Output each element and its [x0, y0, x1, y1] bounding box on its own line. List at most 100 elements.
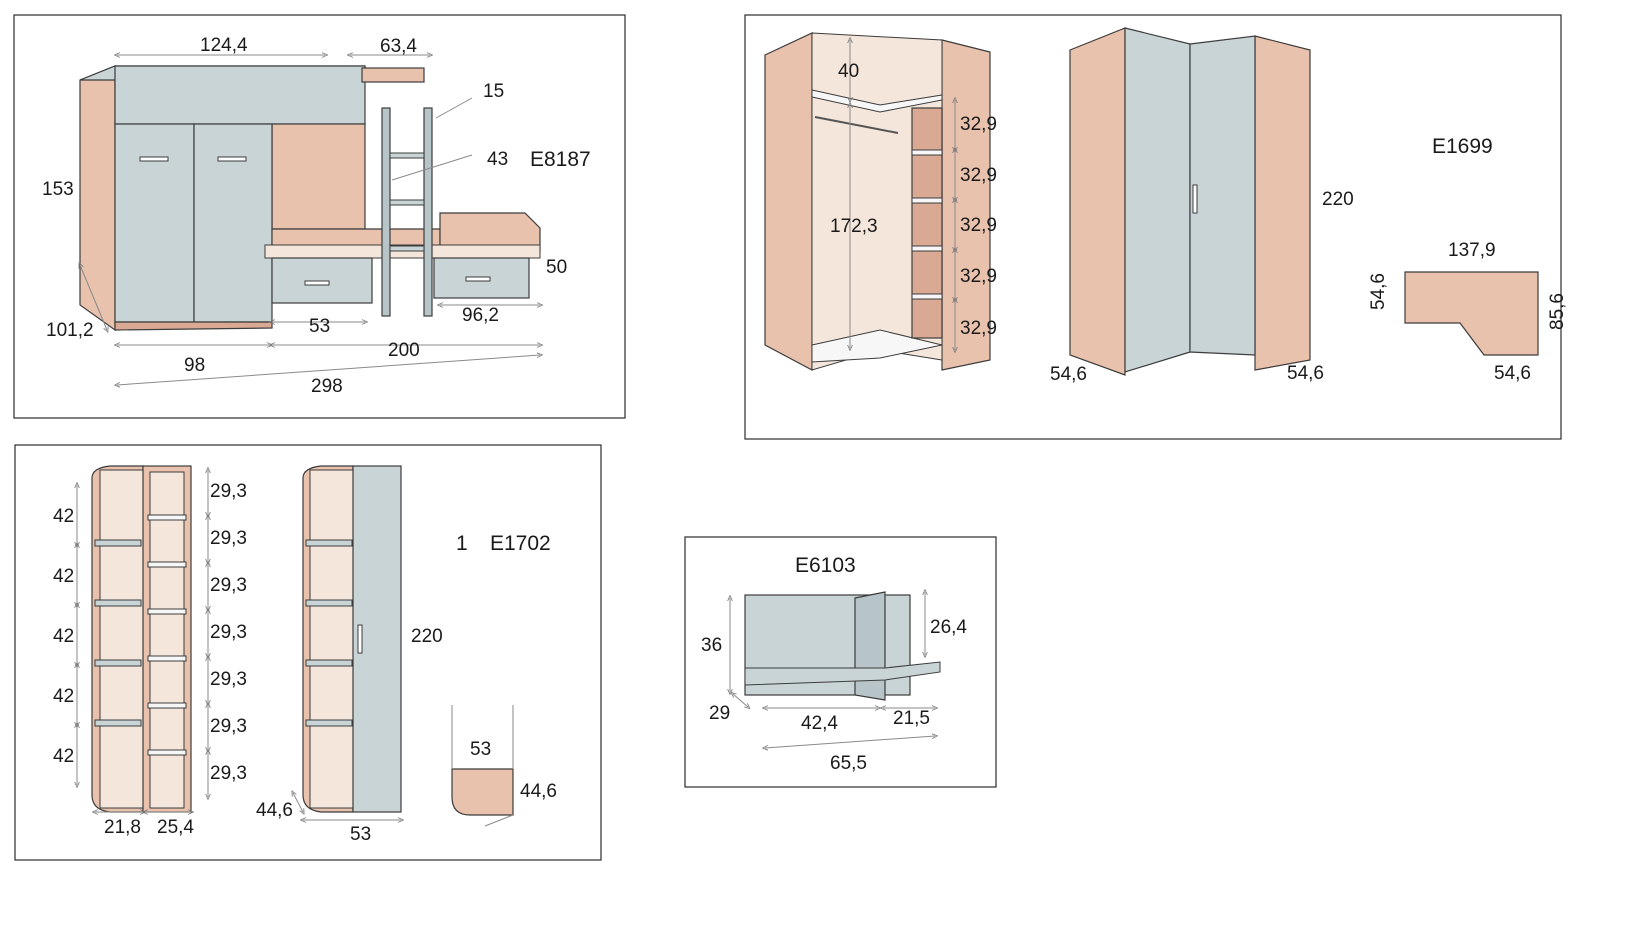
dim-label: 44,6: [520, 781, 557, 802]
wardrobe-door-right: [193, 123, 273, 323]
corner-door-left: [1124, 27, 1191, 373]
wardrobe-left-side: [764, 32, 813, 371]
shelf: [911, 245, 943, 252]
shelf: [147, 702, 187, 709]
shelf-board: [744, 661, 941, 686]
column-closed-interior: [309, 469, 354, 809]
dim-label: 101,2: [46, 320, 94, 341]
shelf: [305, 659, 353, 667]
plan-view: [1404, 271, 1539, 356]
leader-ladder: [391, 154, 473, 181]
wardrobe-door-left: [114, 123, 195, 323]
panel-wall-shelf: E6103 36 26,4 29 42,4 21,5 65,5: [684, 536, 997, 788]
shelf: [147, 608, 187, 615]
dim-label: 42: [53, 566, 74, 587]
dim-line-total: [765, 736, 935, 748]
plan-leader: [484, 814, 514, 827]
dim-line-side-depth: [293, 793, 303, 812]
dim-line-total-length: [117, 355, 540, 385]
dim-label: 15: [483, 81, 504, 102]
dim-label: 54,6: [1494, 363, 1531, 384]
dim-label: 32,9: [960, 165, 997, 186]
door-handle-icon: [1192, 184, 1198, 214]
drawer-handle-icon: [304, 280, 330, 286]
column-right-interior: [149, 471, 185, 809]
dim-label: 36: [701, 635, 722, 656]
dim-label: 42,4: [801, 713, 838, 734]
wardrobe-interior: [811, 32, 943, 371]
shelf-divider: [854, 591, 886, 701]
dim-label: 43: [487, 149, 508, 170]
dim-label: 40: [838, 61, 859, 82]
panel-bunk-bed: 124,4 63,4 15 43 E8187 153 50 101,2 53 9…: [13, 14, 626, 419]
dim-label: 54,6: [1050, 364, 1087, 385]
column-interior: [99, 469, 144, 809]
wardrobe-side: [79, 65, 116, 332]
product-code: E6103: [795, 554, 856, 577]
shelf: [147, 749, 187, 756]
dim-label: 42: [53, 686, 74, 707]
dim-label: 53: [470, 739, 491, 760]
door-handle-icon: [217, 156, 247, 162]
wardrobe-plinth: [114, 321, 273, 331]
dim-label: 200: [388, 340, 420, 361]
leader-rail: [435, 97, 473, 119]
dim-label: 220: [411, 626, 443, 647]
dim-label: 220: [1322, 189, 1354, 210]
ladder-step: [389, 245, 425, 252]
upper-bed-front: [114, 65, 366, 125]
shelf: [94, 659, 142, 667]
dim-label: 137,9: [1448, 240, 1496, 261]
shelf: [94, 539, 142, 547]
dim-label: 32,9: [960, 215, 997, 236]
panel-corner-wardrobe: 40 32,9 32,9 32,9 32,9 32,9 172,3 220 54…: [744, 14, 1568, 440]
dim-label: 25,4: [157, 817, 194, 838]
product-code: E8187: [530, 148, 591, 171]
shelf-divider: [911, 107, 943, 339]
panel-column-unit: 42 42 42 42 42 29,3 29,3 29,3 29,3 29,3 …: [14, 444, 602, 861]
dim-label: 26,4: [930, 617, 967, 638]
top-shelf: [811, 89, 943, 113]
dim-label: 32,9: [960, 114, 997, 135]
shelf: [147, 655, 187, 662]
bed-back-panel: [271, 123, 366, 230]
corner-door-right: [1189, 35, 1256, 356]
dim-label: 96,2: [462, 305, 499, 326]
closed-wardrobe-right: [1254, 35, 1311, 371]
dim-label: 172,3: [830, 216, 878, 237]
dim-label: 29,3: [210, 716, 247, 737]
dim-label: 32,9: [960, 318, 997, 339]
shelf: [305, 539, 353, 547]
shelf: [94, 719, 142, 727]
dim-label: 21,5: [893, 708, 930, 729]
drawer-handle-icon: [465, 276, 491, 282]
ladder-step: [389, 199, 425, 206]
guard-rail: [361, 67, 425, 83]
dim-label: 124,4: [200, 35, 248, 56]
hanging-rail: [814, 116, 899, 134]
bottom-shelf: [811, 329, 943, 363]
dim-label: 98: [184, 355, 205, 376]
dim-label: 54,6: [1287, 363, 1324, 384]
dim-label: 29,3: [210, 763, 247, 784]
ladder-left-rail: [381, 107, 391, 317]
dim-label: 44,6: [256, 800, 293, 821]
shelf: [911, 293, 943, 300]
dim-label: 21,8: [104, 817, 141, 838]
dim-label: 54,6: [1368, 273, 1389, 310]
door-handle-icon: [139, 156, 169, 162]
plan-view: [451, 768, 514, 816]
dim-label: 42: [53, 506, 74, 527]
ladder-right-rail: [423, 107, 433, 317]
dim-label: 153: [42, 179, 74, 200]
shelf: [305, 599, 353, 607]
dim-label: 50: [546, 257, 567, 278]
dim-label: 32,9: [960, 266, 997, 287]
dim-label: 29,3: [210, 669, 247, 690]
dim-label: 298: [311, 376, 343, 397]
dim-label: 65,5: [830, 753, 867, 774]
shelf: [94, 599, 142, 607]
ladder-step: [389, 152, 425, 159]
dim-label: 53: [309, 316, 330, 337]
